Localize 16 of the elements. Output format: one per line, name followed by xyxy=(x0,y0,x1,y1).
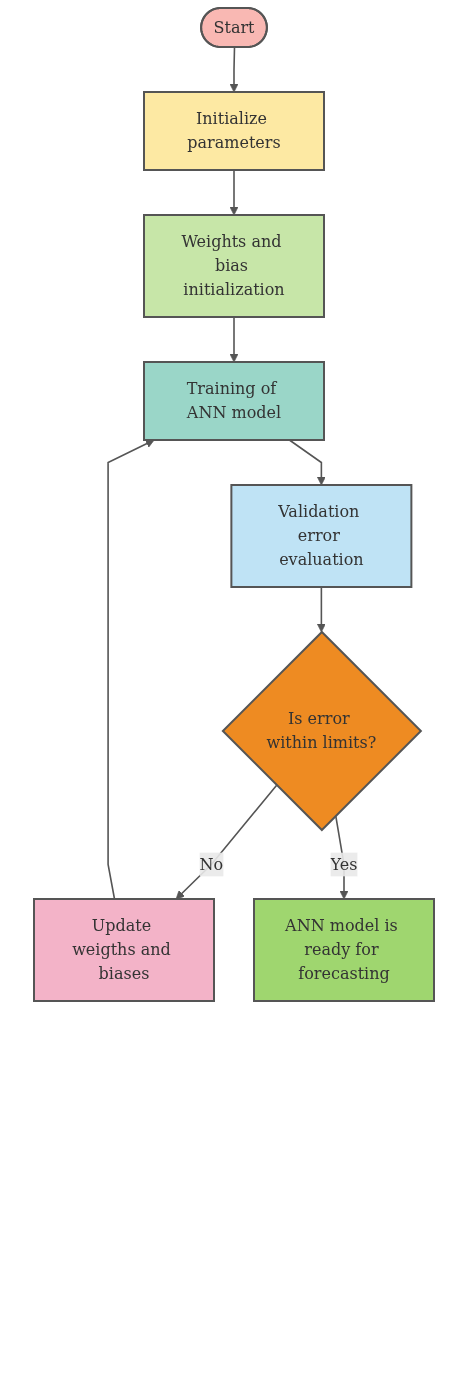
edge-label: Yes xyxy=(330,854,358,874)
arrow xyxy=(175,784,278,900)
edge-label: No xyxy=(199,854,224,874)
node-box: Update weigths and biases xyxy=(33,898,215,1002)
node-box: Initialize parameters xyxy=(143,91,325,171)
node-box: ANN model is ready for forecasting xyxy=(253,898,435,1002)
arrow xyxy=(107,439,155,900)
node-box: Training of ANN model xyxy=(143,361,325,441)
arrow xyxy=(288,439,326,486)
arrow xyxy=(229,316,239,363)
arrow xyxy=(229,169,239,216)
node-diamond: Is error within limits? xyxy=(221,630,423,832)
node-box: Weights and bias initialization xyxy=(143,214,325,318)
arrow xyxy=(317,586,326,633)
arrow xyxy=(229,46,239,93)
node-box: Validation error evaluation xyxy=(230,484,413,588)
